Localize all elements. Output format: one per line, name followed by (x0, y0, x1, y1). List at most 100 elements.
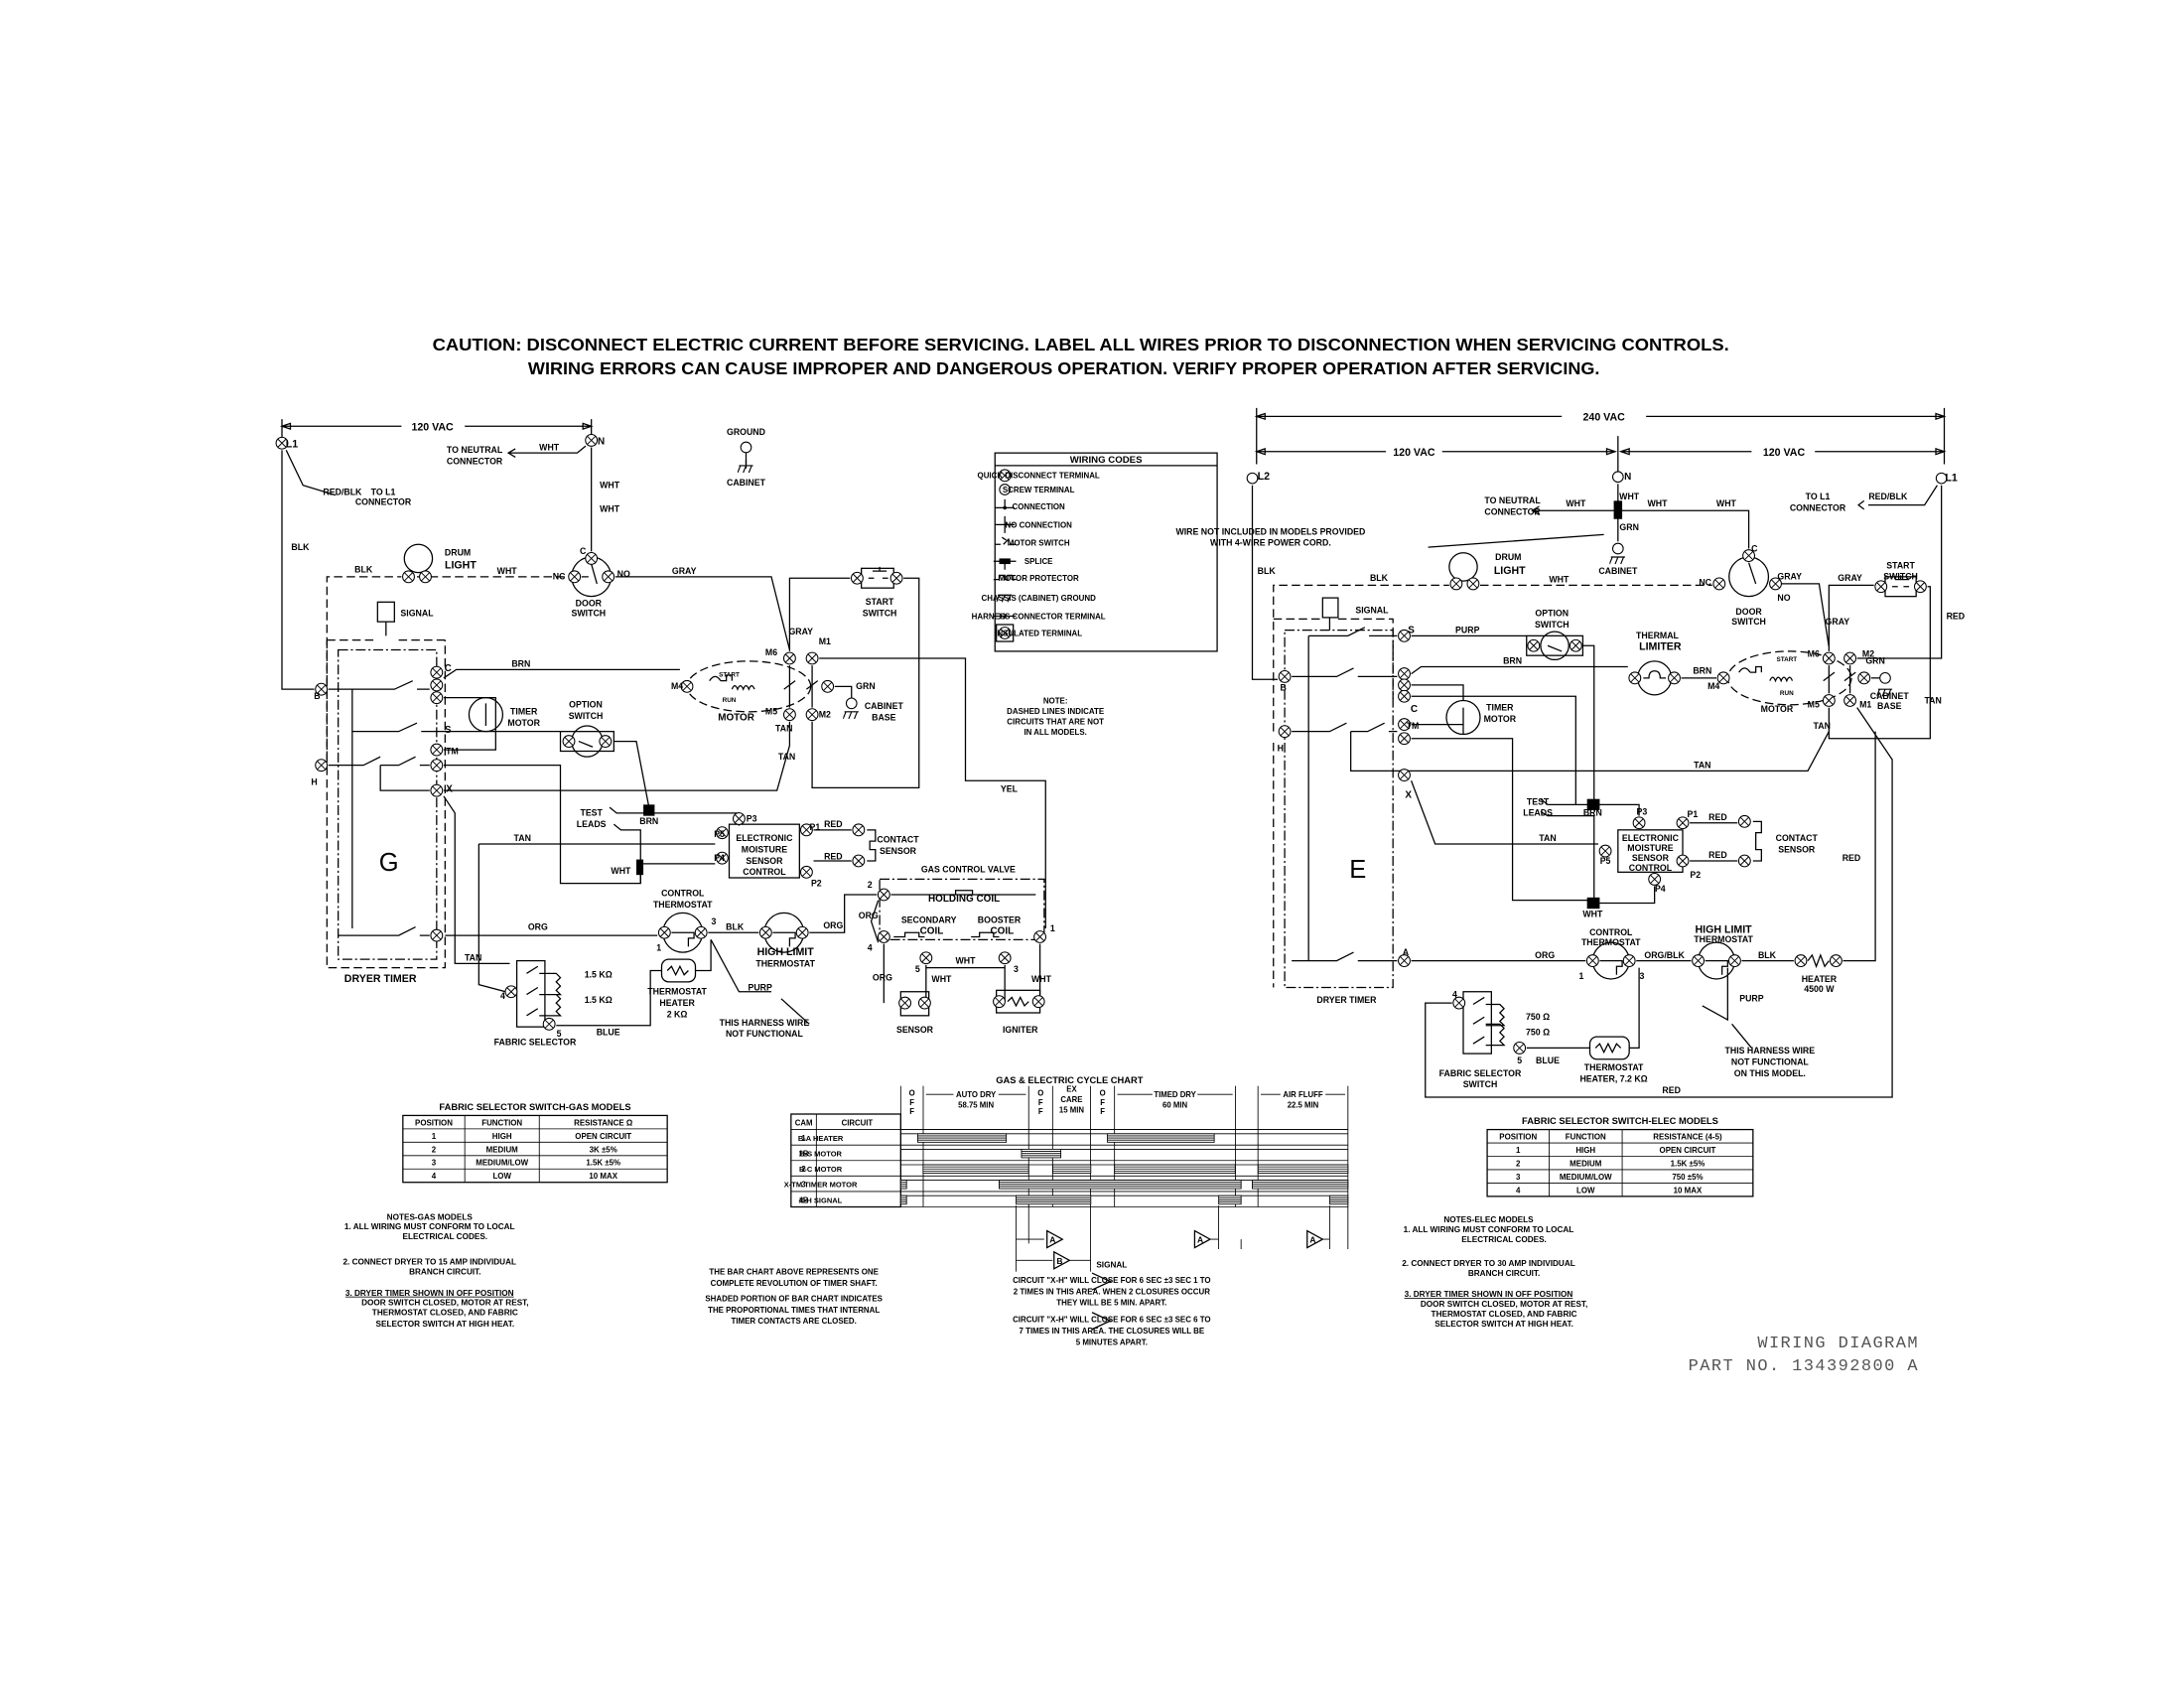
table-cell: LOW (1576, 1186, 1595, 1195)
gas-diagram-label: LIGHT (445, 559, 477, 571)
gas-diagram-label: WHT (931, 974, 952, 984)
legend-item-label: CHASSIS (CABINET) GROUND (982, 594, 1097, 603)
quick-disconnect-terminal-icon (782, 708, 796, 722)
gas-diagram-label: L1 (286, 439, 298, 451)
gas-diagram-label: SENSOR (746, 856, 783, 866)
elec-diagram-label: LEADS (1523, 808, 1553, 818)
elec-diagram-label: WHT (1648, 498, 1669, 508)
elec-diagram-label: BRN (1503, 656, 1522, 666)
elec-diagram-label: X (1405, 789, 1412, 800)
gas-diagram-label: WHT (497, 566, 518, 576)
elec-diagram-label: WHT (1582, 910, 1603, 919)
table-cell: 1 (432, 1132, 437, 1141)
elec-diagram-label: BASE (1877, 701, 1902, 711)
gas-diagram-label: CONTROL (743, 867, 786, 877)
signal-note-line: THEY WILL BE 5 MIN. APART. (1056, 1299, 1166, 1308)
elec-diagram-label: DRYER TIMER (1316, 995, 1377, 1005)
table-cell: 2 (432, 1145, 437, 1154)
quick-disconnect-terminal-icon (1822, 694, 1836, 707)
gas-diagram-label: SECONDARY (901, 914, 957, 924)
gas-diagram-label: START (719, 671, 740, 678)
elec-diagram-label: 1 (1579, 971, 1584, 981)
quick-disconnect-terminal-icon (1622, 954, 1636, 968)
elec-diagram-label: LIMITER (1639, 641, 1682, 653)
gas-diagram-label: B (314, 691, 320, 701)
phase-label: 15 MIN (1059, 1106, 1084, 1115)
quick-disconnect-terminal-icon (585, 551, 599, 565)
legend-note-line: IN ALL MODELS. (1024, 728, 1086, 737)
signal-marker-label: A (1049, 1235, 1055, 1245)
gas-diagram-label: RED (824, 852, 843, 862)
no-connection-icon (995, 515, 1016, 533)
gas-diagram-label: 2 (868, 880, 873, 890)
quick-disconnect-terminal-icon (1398, 667, 1411, 681)
part-number: PART NO. 134392800 A (1689, 1357, 1919, 1376)
elec-diagram-label: MOTOR (1484, 714, 1517, 724)
elec-diagram-label: NC (1699, 577, 1711, 587)
cycle-chart-title: GAS & ELECTRIC CYCLE CHART (996, 1075, 1144, 1085)
elec-diagram-label: 4 (1452, 989, 1457, 999)
gas-diagram-label: NOT FUNCTIONAL (726, 1029, 804, 1039)
gas-diagram-label: WHT (1031, 974, 1052, 984)
quick-disconnect-terminal-icon (568, 570, 582, 584)
gas-diagram-label: THIS HARNESS WIRE (720, 1018, 810, 1028)
fabric-selector-tables: FABRIC SELECTOR SWITCH-GAS MODELSPOSITIO… (402, 1102, 1754, 1197)
elec-diagram-label: NOT FUNCTIONAL (1731, 1056, 1810, 1066)
gas-diagram-label: START (866, 597, 894, 607)
gas-diagram-label: DRYER TIMER (344, 973, 417, 985)
gas-diagram-label: CABINET (727, 478, 766, 488)
quick-disconnect-terminal-icon (1628, 671, 1642, 685)
screw-terminal-icon (1611, 542, 1624, 555)
cam-number: 1 (801, 1134, 806, 1143)
table-cell: MEDIUM/LOW (476, 1159, 528, 1168)
phase-label: 58.75 MIN (958, 1101, 994, 1110)
signal-marker-A: A (1193, 1229, 1212, 1249)
contact-closed-bar (1218, 1195, 1242, 1205)
signal-title: SIGNAL (1096, 1260, 1127, 1269)
screw-terminal-icon (740, 441, 752, 454)
gas-diagram-label: FABRIC SELECTOR (494, 1038, 577, 1048)
elec-diagram-label: WHT (1716, 498, 1737, 508)
elec-diagram-label: GRAY (1826, 617, 1850, 627)
gas-diagram-label: P5 (714, 829, 725, 839)
motor-protector-icon (993, 574, 1017, 581)
elec-diagram-label: C (1411, 704, 1418, 715)
phase-label: 60 MIN (1162, 1101, 1187, 1110)
insulated-terminal-icon (996, 624, 1015, 642)
elec-diagram-label: START (1886, 560, 1915, 570)
elec-notes-line: DOOR SWITCH CLOSED, MOTOR AT REST, (1421, 1300, 1587, 1309)
gas-diagram-label: TM (446, 746, 459, 756)
quick-disconnect-terminal-icon (1843, 651, 1857, 665)
legend-item-label: CONNECTION (1013, 502, 1066, 511)
phase-label: CARE (1060, 1095, 1082, 1104)
phase-label: F (1100, 1098, 1105, 1107)
screw-terminal-icon (845, 697, 858, 710)
gas-diagram-label: WHT (600, 504, 620, 514)
wiring-codes-title: WIRING CODES (1070, 455, 1143, 466)
quick-disconnect-terminal-icon (542, 1017, 556, 1031)
phase-label: O (1100, 1089, 1106, 1098)
elec-diagram-label: TEST (1527, 796, 1550, 806)
quick-disconnect-terminal-icon (1278, 725, 1292, 739)
quick-disconnect-terminal-icon (1449, 577, 1463, 591)
elec-diagram-label: FABRIC SELECTOR (1439, 1068, 1522, 1078)
quick-disconnect-terminal-icon (430, 783, 444, 797)
gas-diagram-label: 3 (1014, 964, 1019, 974)
table-cell: 750 ±5% (1672, 1173, 1703, 1182)
circuit-name: X-TM TIMER MOTOR (784, 1181, 858, 1190)
elec-diagram-label: C (1751, 543, 1758, 553)
contact-closed-bar (1052, 1164, 1092, 1174)
gas-diagram-label: THERMOSTAT (755, 958, 815, 968)
elec-diagram-label: CONTROL (1629, 863, 1673, 873)
quick-disconnect-terminal-icon (1857, 671, 1871, 685)
quick-disconnect-terminal-icon (732, 812, 746, 825)
contact-closed-bar (899, 1195, 907, 1205)
elec-diagram-label: WHT (1566, 498, 1586, 508)
cycle-chart-note-line: TIMER CONTACTS ARE CLOSED. (732, 1317, 857, 1326)
gas-diagram-label: YEL (1001, 784, 1019, 794)
table-cell: 10 MAX (1674, 1186, 1703, 1195)
quick-disconnect-terminal-icon (1712, 577, 1726, 591)
elec-diagram-label: WHT (1619, 492, 1640, 501)
quick-disconnect-terminal-icon (799, 865, 813, 879)
table-cell: OPEN CIRCUIT (1660, 1146, 1716, 1155)
